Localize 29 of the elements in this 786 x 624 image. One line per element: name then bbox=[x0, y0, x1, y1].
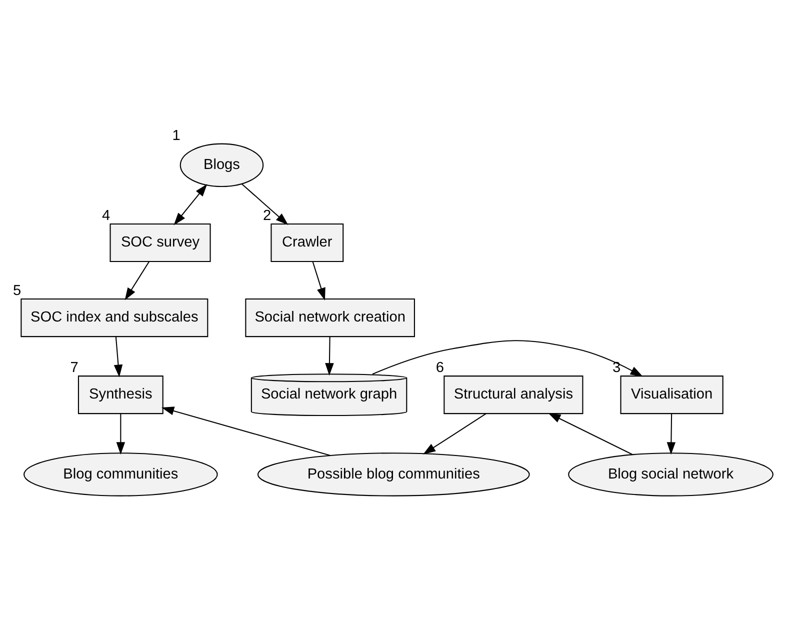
node-box: Synthesis bbox=[78, 376, 164, 414]
arrow bbox=[423, 413, 486, 454]
node-ellipse: Possible blog communities bbox=[257, 452, 530, 496]
node-box: SOC index and subscales bbox=[20, 298, 208, 338]
node-box: Social network creation bbox=[245, 298, 415, 338]
arrow bbox=[548, 412, 633, 456]
arrow bbox=[325, 336, 334, 376]
arrow bbox=[124, 262, 150, 300]
arrow bbox=[116, 414, 126, 455]
node-ellipse: Blog social network bbox=[568, 452, 774, 496]
node-label: 1 bbox=[172, 128, 180, 144]
arrow bbox=[162, 406, 330, 456]
node-label: 2 bbox=[262, 208, 272, 224]
arrow bbox=[312, 262, 326, 300]
node-label: 5 bbox=[12, 283, 22, 300]
arrow bbox=[666, 414, 676, 455]
node-box: Structural analysis bbox=[444, 376, 584, 414]
node-box: SOC survey bbox=[110, 224, 211, 262]
node-ellipse: Blogs bbox=[180, 143, 264, 188]
node-ellipse: Blog communities bbox=[24, 452, 218, 496]
node-label: 6 bbox=[436, 360, 444, 376]
node-label: 4 bbox=[102, 208, 110, 224]
arrow bbox=[242, 184, 288, 225]
node-box: Crawler bbox=[270, 224, 344, 262]
arrow bbox=[114, 336, 123, 378]
node-box: Visualisation bbox=[620, 376, 724, 414]
node-label: 7 bbox=[70, 360, 78, 376]
arrow bbox=[372, 340, 643, 377]
arrow bbox=[174, 184, 208, 226]
